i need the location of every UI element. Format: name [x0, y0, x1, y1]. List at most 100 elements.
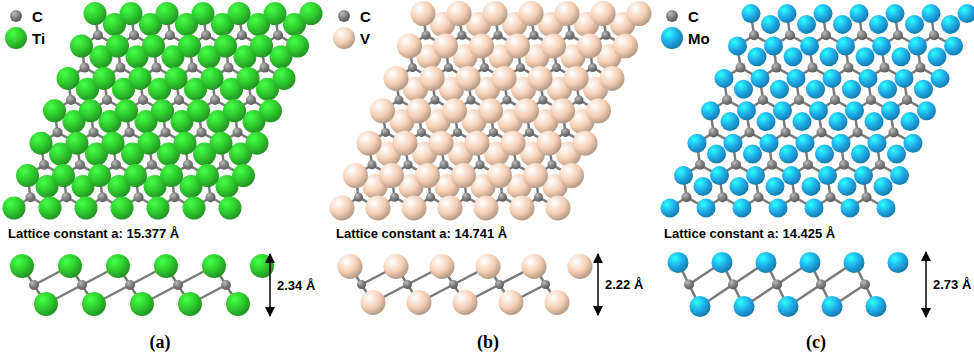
carbon-atom — [165, 30, 175, 40]
carbon-atom — [749, 30, 759, 40]
atom-lattice — [661, 4, 974, 217]
carbon-atom — [453, 128, 462, 137]
metal-atom — [366, 196, 391, 221]
carbon-atom — [134, 192, 144, 202]
metal-atom — [147, 197, 170, 220]
metal-atom — [627, 1, 652, 26]
metal-atom — [420, 66, 445, 91]
metal-atom — [546, 196, 571, 221]
legend-swatch — [4, 26, 28, 50]
carbon-atom — [785, 30, 795, 40]
carbon-atom — [794, 95, 804, 105]
thickness-arrow — [597, 254, 599, 315]
metal-atom — [438, 196, 463, 221]
metal-atom — [550, 98, 575, 123]
thickness-arrow — [925, 252, 927, 317]
metal-atom — [192, 2, 215, 25]
metal-atom — [746, 166, 765, 185]
legend-label: C — [360, 8, 371, 25]
metal-atom — [730, 177, 749, 196]
metal-atom — [922, 4, 941, 23]
metal-atom — [866, 296, 887, 317]
metal-atom — [734, 296, 755, 317]
metal-atom — [124, 164, 147, 187]
carbon-atom — [273, 30, 283, 40]
metal-atom — [868, 134, 887, 153]
metal-atom — [129, 67, 152, 90]
metal-atom — [869, 15, 888, 34]
carbon-atom — [183, 160, 193, 170]
metal-atom — [201, 67, 224, 90]
carbon-atom — [147, 160, 157, 170]
carbon-atom — [530, 31, 539, 40]
lattice-constant: Lattice constant a: 14.741 Å — [336, 226, 507, 241]
metal-atom — [160, 164, 183, 187]
carbon-atom — [489, 128, 498, 137]
carbon-atom — [260, 63, 270, 73]
carbon-atom — [830, 95, 840, 105]
carbon-atom — [816, 280, 826, 290]
panel-label: (a) — [150, 332, 171, 353]
carbon-atom — [368, 160, 377, 169]
carbon-atom — [422, 31, 431, 40]
side-view — [10, 254, 274, 316]
metal-atom — [748, 47, 767, 66]
metal-atom — [751, 69, 770, 88]
metal-atom — [895, 69, 914, 88]
metal-atom — [442, 98, 467, 123]
metal-atom — [770, 80, 789, 99]
metal-atom — [917, 101, 936, 120]
metal-atom — [156, 2, 179, 25]
metal-atom — [237, 67, 260, 90]
carbon-atom — [116, 63, 126, 73]
metal-atom — [84, 2, 107, 25]
carbon-atom — [39, 160, 49, 170]
metal-atom — [210, 132, 233, 155]
thickness-label: 2.73 Å — [932, 277, 972, 292]
metal-atom — [697, 199, 716, 218]
metal-atom — [196, 164, 219, 187]
carbon-atom — [440, 160, 449, 169]
metal-atom — [545, 290, 570, 315]
metal-atom — [3, 197, 26, 220]
carbon-atom — [722, 95, 732, 105]
metal-atom — [832, 134, 851, 153]
legend-item: Ti — [4, 26, 45, 50]
carbon-atom — [444, 63, 453, 72]
metal-atom — [361, 290, 386, 315]
carbon-atom — [233, 127, 243, 137]
metal-atom — [429, 131, 454, 156]
metal-atom — [854, 166, 873, 185]
metal-atom — [573, 131, 598, 156]
carbon-atom — [188, 63, 198, 73]
metal-atom — [30, 132, 53, 155]
carbon-atom — [390, 193, 399, 202]
legend-swatch — [660, 4, 684, 28]
metal-atom — [757, 112, 776, 131]
metal-atom — [43, 99, 66, 122]
metal-atom — [370, 98, 395, 123]
carbon-atom — [709, 127, 719, 137]
panel-label: (b) — [477, 332, 499, 353]
carbon-atom — [561, 128, 570, 137]
metal-atom — [820, 47, 839, 66]
carbon-atom — [395, 96, 404, 105]
metal-atom — [483, 1, 508, 26]
metal-atom — [219, 197, 242, 220]
metal-atom — [501, 131, 526, 156]
metal-atom — [34, 292, 58, 316]
metal-atom — [111, 197, 134, 220]
metal-atom — [886, 4, 905, 23]
carbon-atom — [552, 63, 561, 72]
carbon-atom — [745, 127, 755, 137]
legend-item: V — [332, 26, 370, 50]
metal-atom — [82, 292, 106, 316]
metal-atom — [397, 34, 422, 59]
metal-atom — [814, 4, 833, 23]
metal-atom — [228, 2, 251, 25]
carbon-atom — [26, 192, 36, 202]
carbon-atom — [916, 63, 926, 73]
metal-atom — [802, 177, 821, 196]
metal-atom — [800, 37, 819, 56]
metal-atom — [881, 101, 900, 120]
